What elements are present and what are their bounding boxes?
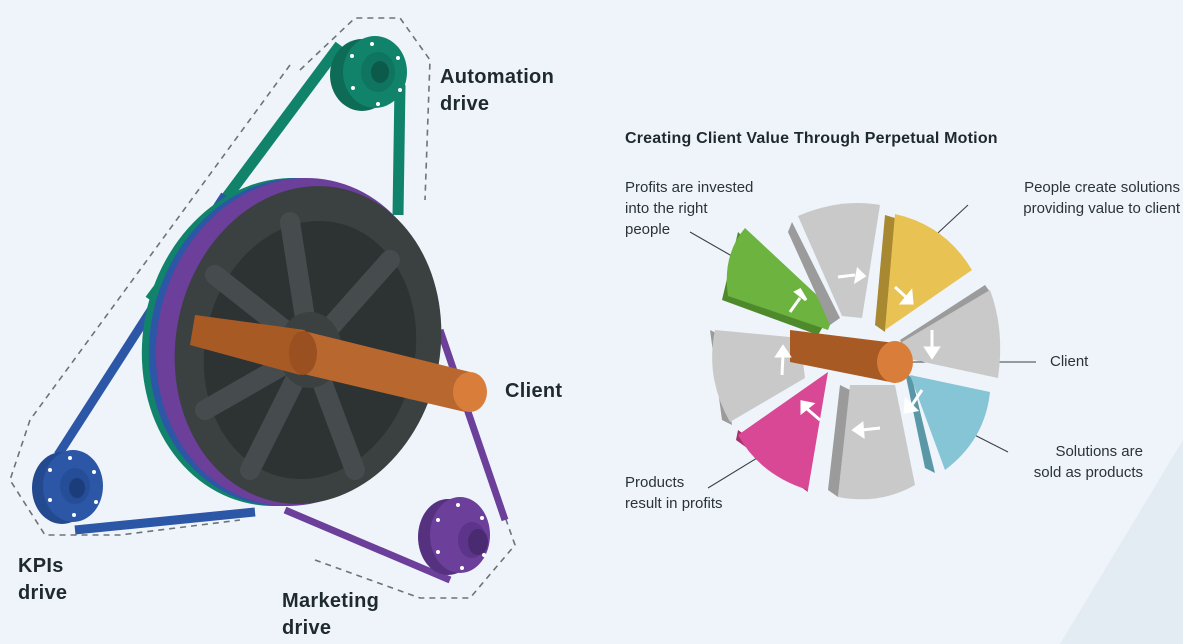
marketing-pulley (418, 497, 490, 575)
client-label-left: Client (505, 380, 563, 402)
marketing-drive-label: Marketing drive (282, 590, 380, 639)
products-profits-label: Products result in profits (625, 474, 723, 512)
client-axle (190, 315, 487, 412)
client-label-right: Client (1050, 353, 1089, 370)
people-create-label: People create solutions providing value … (1023, 179, 1180, 217)
kpis-drive-label: KPIs drive (18, 555, 68, 604)
pulley-diagram (9, 17, 516, 599)
segment-gray-bottom (828, 385, 915, 500)
flow-arrows (774, 266, 941, 439)
solutions-sold-label: Solutions are sold as products (1033, 443, 1143, 481)
kpis-pulley (32, 450, 103, 524)
profits-invested-label: Profits are invested into the right peop… (625, 179, 754, 238)
belt-marketing (283, 328, 509, 584)
segment-gray-top (788, 203, 880, 325)
automation-drive-label: Automation drive (440, 66, 555, 115)
segment-green (722, 228, 835, 335)
diagram-title: Creating Client Value Through Perpetual … (625, 130, 998, 147)
automation-pulley (330, 36, 407, 111)
client-axle-right (790, 330, 913, 383)
segment-gray-right (900, 285, 1001, 378)
segment-blue (905, 372, 990, 473)
